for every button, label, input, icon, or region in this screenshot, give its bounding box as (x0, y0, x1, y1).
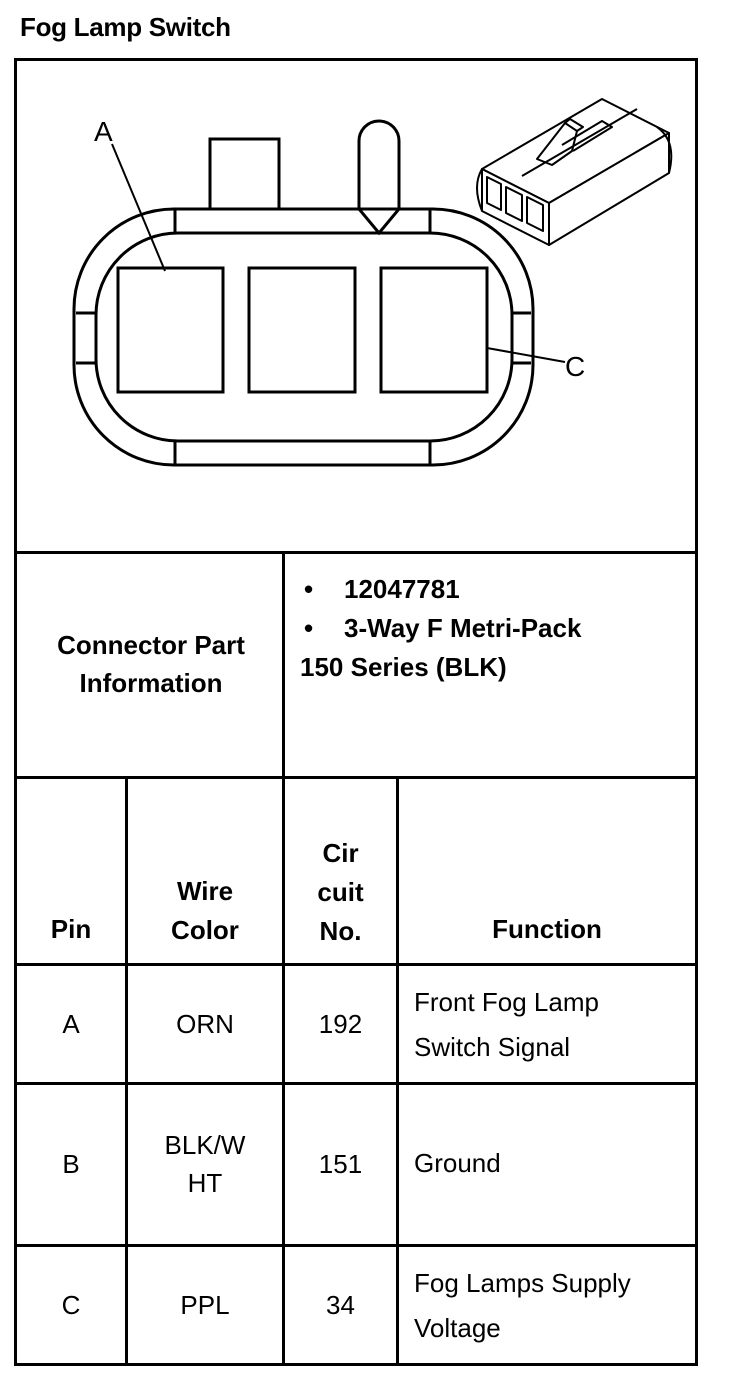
row-b-color-line2: HT (187, 1167, 223, 1198)
connector-table-frame (14, 58, 698, 1366)
row-c-function: Fog Lamps Supply Voltage (414, 1261, 631, 1351)
leader-line-c (486, 347, 566, 363)
header-circuit-line3: No. (319, 916, 362, 946)
connector-lock-finger (357, 119, 401, 236)
col-divider-3 (396, 779, 399, 1366)
terminal-cavity-b (247, 266, 357, 394)
connector-inner-shell (94, 231, 514, 443)
pin-label-a: A (94, 116, 113, 147)
header-circuit-no: Cir cuit No. (285, 834, 396, 951)
header-wire-color-line1: Wire (176, 876, 234, 906)
connector-series: 150 Series (BLK) (300, 652, 507, 682)
part-number: 12047781 (344, 574, 460, 604)
row-b-function: Ground (414, 1148, 501, 1178)
connector-bottom-rib (173, 441, 432, 465)
terminal-cavity-a (116, 266, 225, 394)
header-wire-color-line2: Color (171, 915, 239, 945)
row-b-color-line1: BLK/W (164, 1129, 246, 1160)
connector-isometric-illustration (476, 98, 673, 246)
divider-info-col (282, 554, 285, 776)
row-c-function-line2: Voltage (414, 1313, 501, 1343)
connector-outer-shell (72, 207, 535, 467)
connector-part-info-label: Connector Part Information (17, 554, 285, 776)
connector-diagram: A C (17, 61, 695, 551)
row-c-color: PPL (180, 1289, 230, 1320)
connector-part-info-values: • 12047781 • 3-Way F Metri-Pack 150 Series… (300, 570, 581, 687)
divider-diagram (14, 551, 698, 554)
col-divider-2 (282, 779, 285, 1366)
terminal-cavity-c (379, 266, 489, 394)
divider-header (14, 963, 698, 966)
pin-label-c: C (565, 351, 585, 382)
header-pin: Pin (50, 914, 92, 944)
connector-top-latch (208, 137, 281, 209)
bullet-icon: • (304, 574, 314, 604)
page-title: Fog Lamp Switch (20, 12, 231, 42)
row-a-function-line1: Front Fog Lamp (414, 987, 599, 1017)
col-divider-1 (125, 779, 128, 1366)
info-label-line2: Information (79, 668, 223, 698)
header-circuit-line1: Cir (322, 838, 359, 868)
bullet-icon: • (304, 613, 314, 643)
row-c-circuit: 34 (326, 1289, 355, 1320)
header-function: Function (492, 914, 602, 944)
connector-face-drawing: A C (72, 98, 673, 467)
row-b-circuit: 151 (318, 1148, 363, 1179)
header-circuit-line2: cuit (317, 877, 364, 907)
row-c-function-line1: Fog Lamps Supply (414, 1268, 631, 1298)
connector-top-rib (173, 209, 432, 233)
connector-type: 3-Way F Metri-Pack (344, 613, 582, 643)
connector-left-tab (76, 311, 98, 365)
divider-info (14, 776, 698, 779)
divider-row-a (14, 1082, 698, 1085)
row-a-color: ORN (176, 1008, 234, 1039)
row-a-circuit: 192 (318, 1008, 363, 1039)
row-a-function: Front Fog Lamp Switch Signal (414, 980, 599, 1070)
row-a-pin: A (62, 1008, 80, 1039)
row-a-function-line2: Switch Signal (414, 1032, 571, 1062)
row-b-pin: B (62, 1148, 80, 1179)
row-c-pin: C (61, 1289, 81, 1320)
row-b-color: BLK/W HT (128, 1085, 282, 1244)
connector-right-tab (512, 311, 531, 365)
info-label-line1: Connector Part (57, 630, 245, 661)
header-wire-color: Wire Color (128, 872, 282, 950)
leader-line-a (111, 143, 166, 272)
divider-row-b (14, 1244, 698, 1247)
